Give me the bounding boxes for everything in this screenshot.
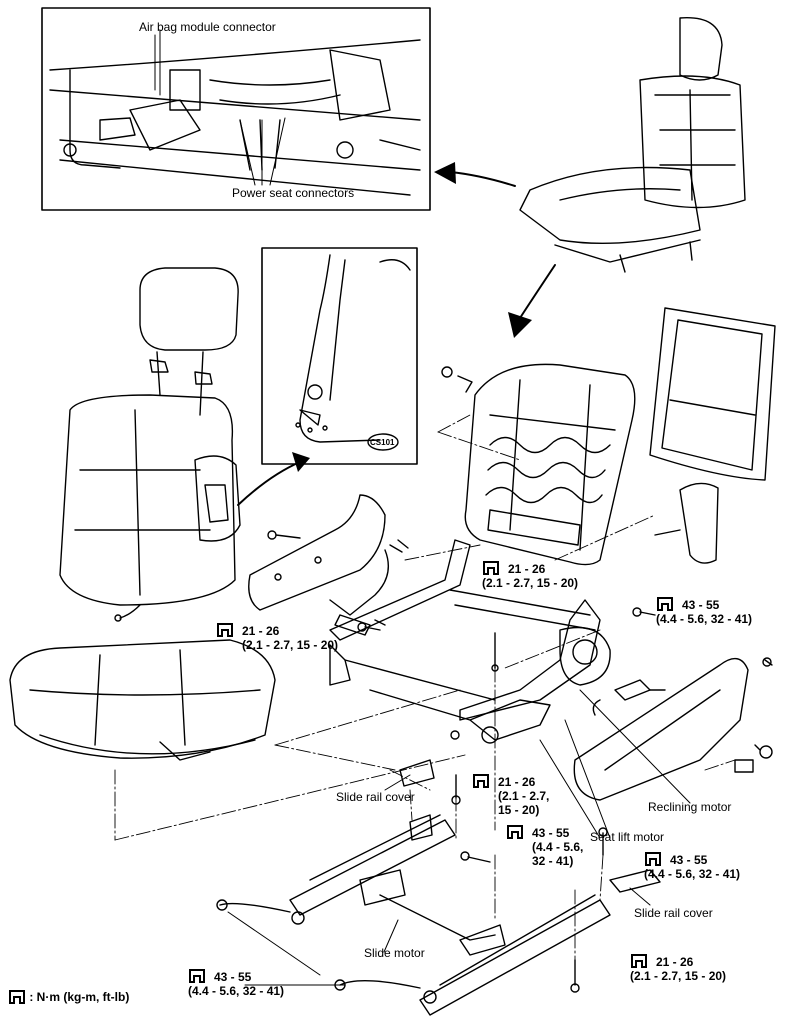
torque-callout-6: 43 - 55 (4.4 - 5.6, 32 - 41): [644, 852, 741, 881]
connector-inset: [41, 7, 431, 211]
seatback-frame: [441, 363, 636, 566]
bolts: [357, 607, 656, 993]
side-finisher: [248, 494, 409, 636]
slide-rail-cover-label-2: Slide rail cover: [634, 906, 713, 920]
slide-motor-label: Slide motor: [364, 946, 425, 960]
slide-rail-cover-label: Slide rail cover: [336, 790, 415, 804]
complete-seat: [519, 17, 746, 273]
torque-callout-8: 43 - 55 (4.4 - 5.6, 32 - 41): [188, 969, 285, 998]
seat-frame: [329, 539, 611, 744]
torque-wrench-icon: [645, 852, 661, 866]
torque-callout-2: 21 - 26 (2.1 - 2.7, 15 - 20): [216, 623, 338, 652]
air-bag-connector-label: Air bag module connector: [139, 20, 276, 34]
assembly-lines: [114, 414, 736, 961]
cs101-inset: [261, 247, 418, 465]
legend-text: : N·m (kg-m, ft-lb): [29, 990, 130, 1005]
torque-wrench-icon: [217, 623, 233, 637]
reclining-motor-label: Reclining motor: [648, 800, 732, 814]
torque-wrench-icon: [507, 825, 523, 839]
torque-wrench-icon: [631, 954, 647, 968]
torque-callout-3: 43 - 55 (4.4 - 5.6, 32 - 41): [656, 597, 753, 626]
torque-callout-7: 21 - 26 (2.1 - 2.7, 15 - 20): [630, 954, 727, 983]
torque-callout-5: 43 - 55 (4.4 - 5.6, 32 - 41): [506, 825, 583, 868]
power-seat-connectors-label: Power seat connectors: [232, 186, 355, 200]
seatback-board: [649, 307, 776, 564]
arrow-to-inset: [449, 171, 516, 187]
torque-wrench-icon: [483, 561, 499, 575]
torque-wrench-icon: [473, 774, 489, 788]
torque-callout-4: 21 - 26 (2.1 - 2.7, 15 - 20): [472, 774, 549, 817]
torque-callout-1: 21 - 26 (2.1 - 2.7, 15 - 20): [482, 561, 579, 590]
torque-unit-legend: : N·m (kg-m, ft-lb): [8, 990, 129, 1006]
slide-rail: [216, 759, 661, 1016]
leader-lines: [154, 34, 691, 986]
torque-wrench-icon: [189, 969, 205, 983]
arrow-to-frame: [519, 264, 556, 319]
seat-side-panel: [573, 657, 773, 801]
seat-lift-motor-label: Seat lift motor: [590, 830, 665, 844]
torque-wrench-icon: [9, 990, 25, 1004]
seat-cushion: [9, 639, 276, 761]
seatback: [59, 267, 241, 622]
cs101-tag: CS101: [370, 438, 395, 447]
torque-wrench-icon: [657, 597, 673, 611]
